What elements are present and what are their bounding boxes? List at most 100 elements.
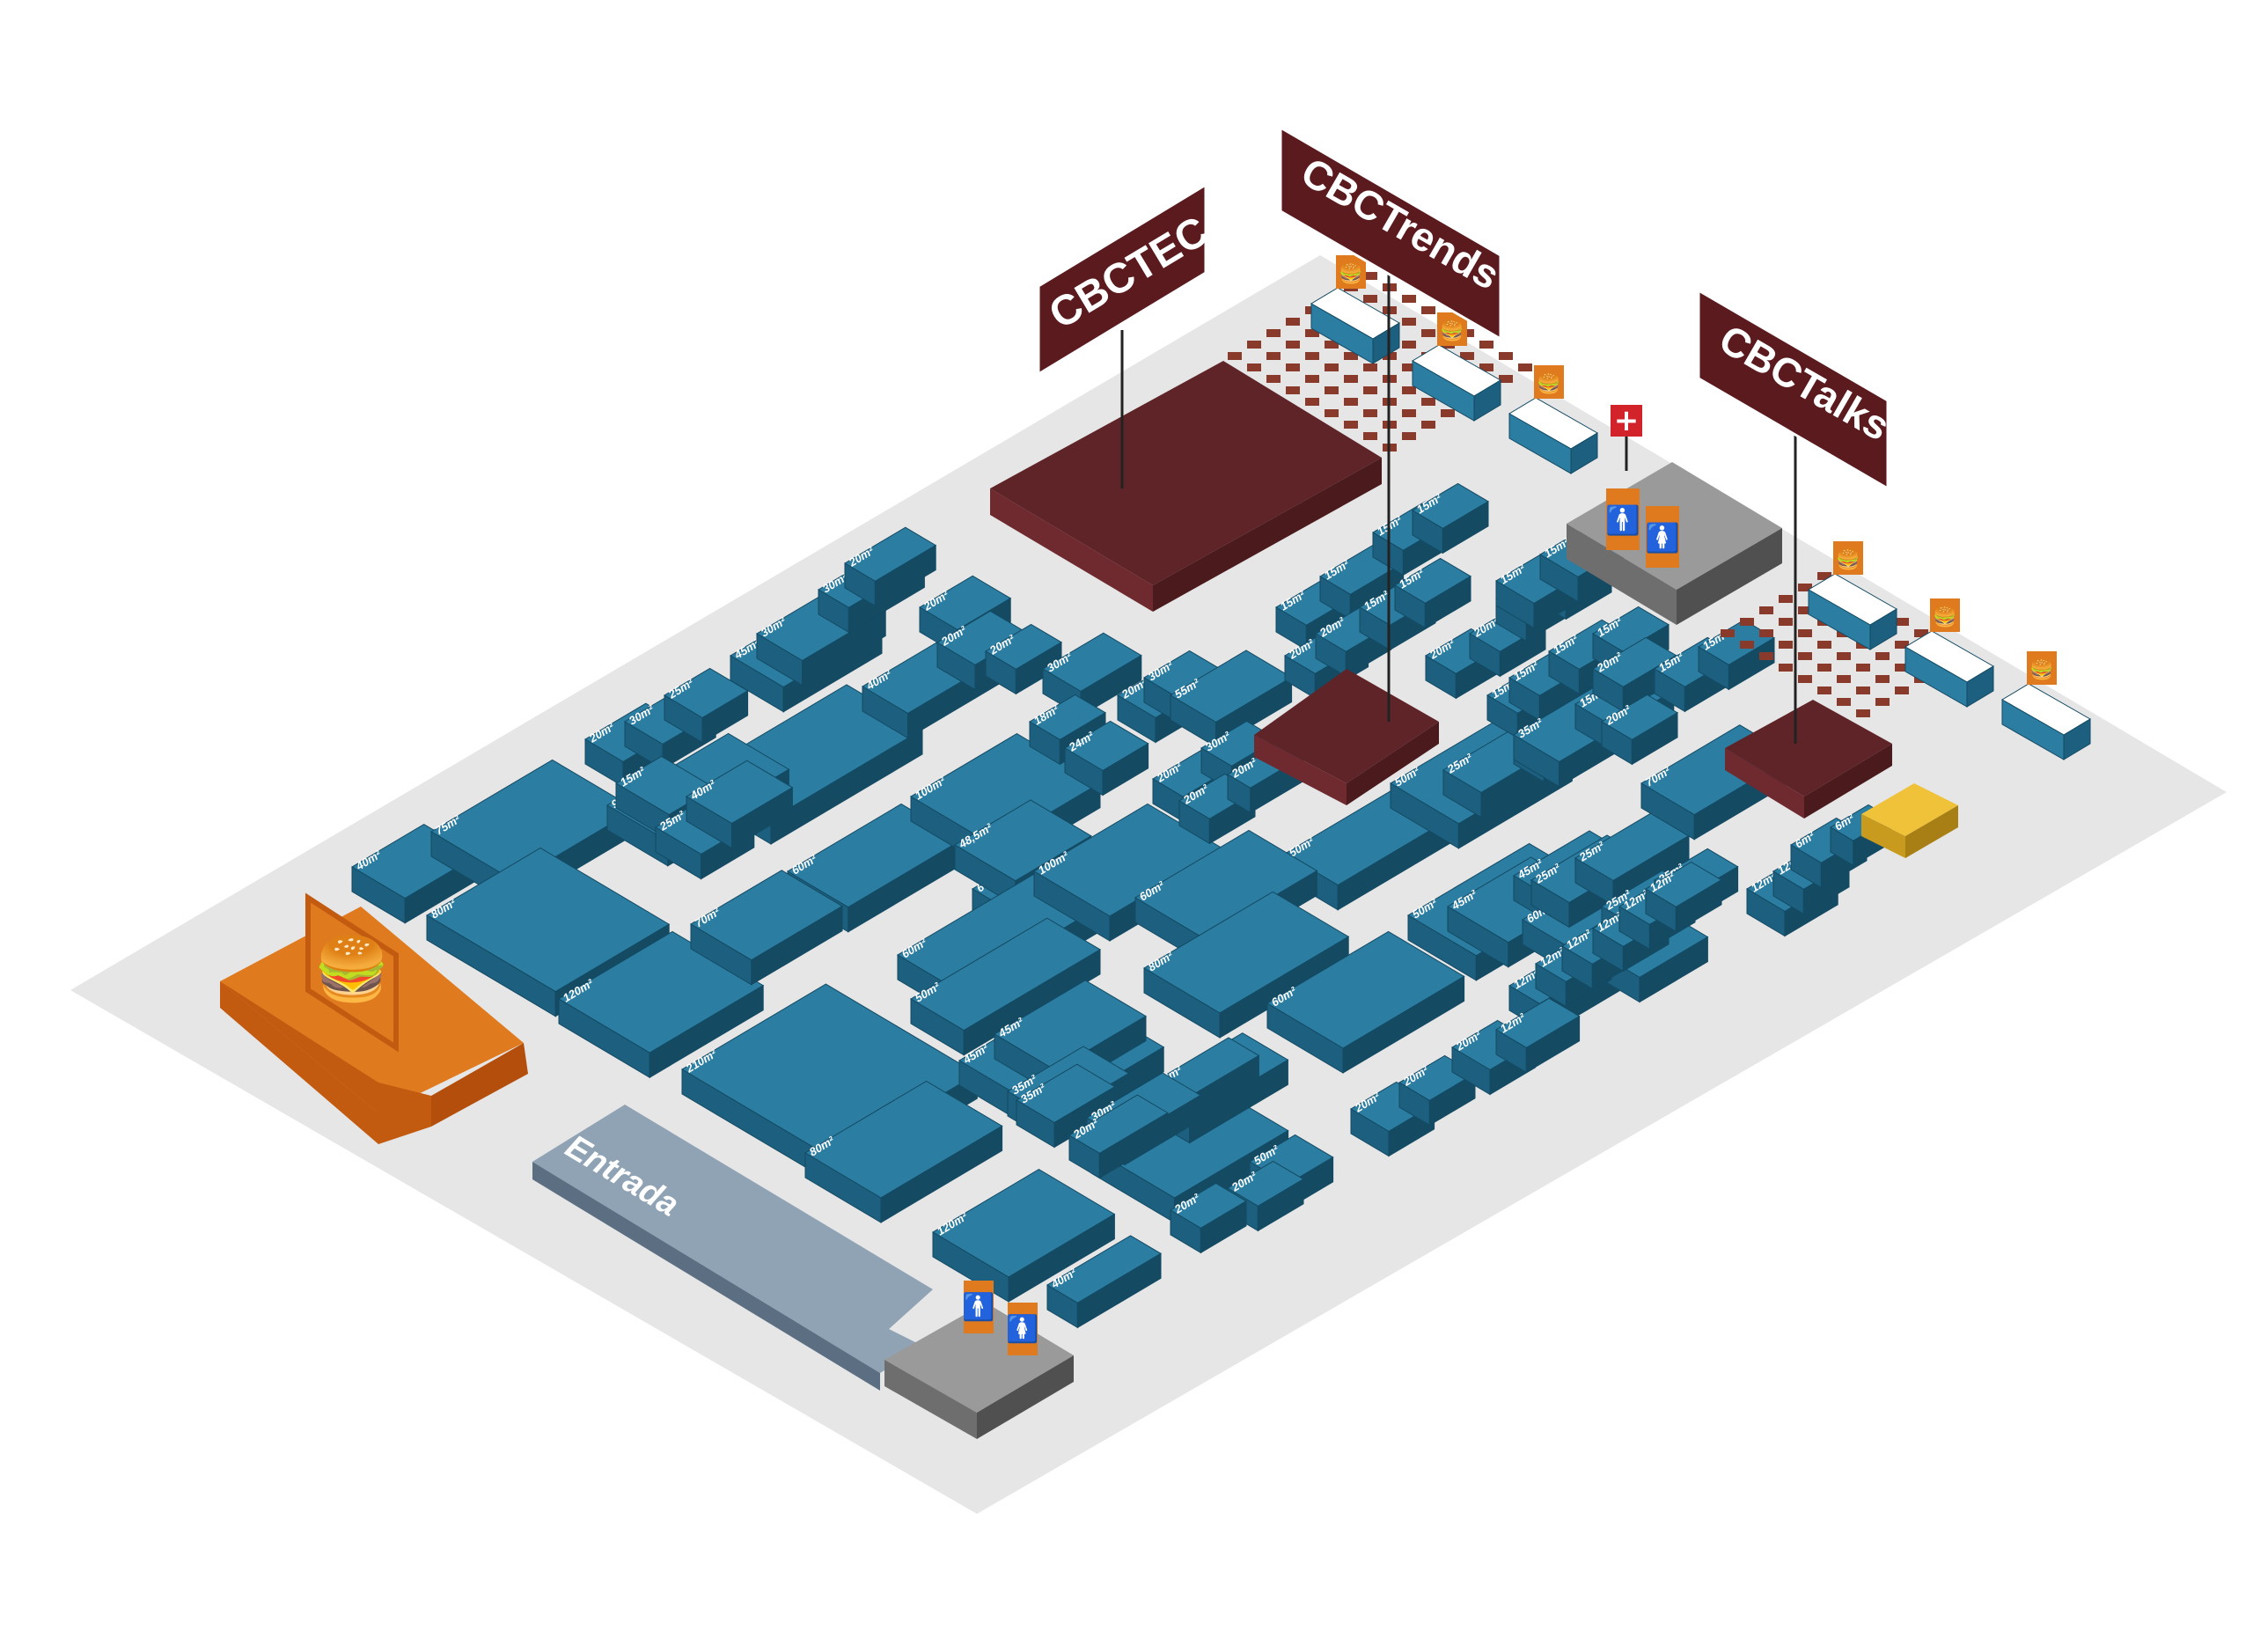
dining-table	[1914, 629, 1928, 637]
dining-table	[1363, 409, 1377, 417]
food-truck-icon: 🍔	[1339, 262, 1362, 285]
food-truck-6[interactable]: 🍔	[2001, 651, 2091, 760]
dining-table	[1325, 341, 1339, 349]
booth[interactable]: 25m²	[664, 667, 749, 744]
booth[interactable]: 70m²	[690, 870, 843, 986]
dining-table	[1421, 329, 1435, 337]
food-truck-icon: 🍔	[1440, 319, 1464, 342]
restroom-male-icon-top: 🚹	[1605, 503, 1640, 537]
booth[interactable]: 35m²	[1016, 1063, 1116, 1149]
booth[interactable]: 15m²	[1412, 482, 1489, 554]
food-truck-icon: 🍔	[1933, 606, 1956, 628]
first-aid-sign	[1611, 405, 1642, 437]
food-truck-icon: 🍔	[1537, 372, 1560, 395]
booth[interactable]: 20m²	[1601, 694, 1678, 766]
booth[interactable]: 50m²	[910, 917, 1101, 1056]
entrance[interactable]: Entrada	[532, 1105, 933, 1391]
food-icon: 🍔	[313, 933, 390, 1005]
dining-table	[1798, 652, 1812, 660]
dining-table	[1740, 618, 1754, 626]
restroom-female-icon: 🚺	[1006, 1313, 1038, 1345]
yellow-area[interactable]	[1861, 783, 1958, 858]
dining-table	[1895, 686, 1909, 694]
booth[interactable]: 20m²	[844, 526, 937, 607]
dining-table	[1363, 295, 1377, 303]
dining-table	[1875, 675, 1890, 683]
food-truck-icon: 🍔	[2029, 658, 2053, 681]
food-truck-2[interactable]: 🍔	[1412, 312, 1501, 422]
dining-table	[1247, 341, 1261, 349]
food-truck-3[interactable]: 🍔	[1508, 365, 1598, 474]
dining-table	[1286, 363, 1300, 371]
dining-table	[1363, 432, 1377, 440]
dining-table	[1856, 686, 1870, 694]
booth[interactable]: 15m²	[1394, 557, 1471, 629]
dining-table	[1895, 664, 1909, 672]
cbctec-stage[interactable]	[990, 361, 1382, 612]
restroom-female-icon-top: 🚺	[1645, 521, 1680, 554]
food-court[interactable]: 🍔	[220, 892, 528, 1144]
dining-table	[1499, 375, 1513, 383]
dining-table	[1895, 618, 1909, 626]
restroom-bottom[interactable]: 🚹 🚺	[884, 1281, 1074, 1439]
dining-table	[1759, 606, 1773, 614]
dining-table	[1325, 386, 1339, 394]
dining-table	[1305, 375, 1319, 383]
dining-table	[1798, 606, 1812, 614]
dining-table	[1479, 341, 1493, 349]
dining-table	[1325, 409, 1339, 417]
dining-table	[1421, 306, 1435, 314]
dining-table	[1266, 352, 1281, 360]
dining-table	[1798, 584, 1812, 591]
food-truck-icon: 🍔	[1836, 548, 1860, 571]
booth[interactable]: 60m²	[1266, 930, 1465, 1074]
booth[interactable]: 120m²	[932, 1169, 1116, 1303]
food-truck-5[interactable]: 🍔	[1904, 598, 1994, 708]
dining-table	[1518, 363, 1532, 371]
dining-table	[1798, 629, 1812, 637]
restroom-top[interactable]: 🚹 🚺 +	[1567, 403, 1782, 625]
booth[interactable]: 24m²	[1064, 720, 1149, 797]
cbctalks-stage[interactable]	[1725, 700, 1892, 819]
dining-table	[1266, 375, 1281, 383]
dining-table	[1817, 686, 1831, 694]
dining-table	[1363, 386, 1377, 394]
cbctrends-stage[interactable]	[1254, 669, 1439, 805]
dining-table	[1344, 375, 1358, 383]
dining-table	[1305, 352, 1319, 360]
booth[interactable]: 80m²	[804, 1080, 1003, 1223]
dining-table	[1779, 618, 1793, 626]
dining-table	[1817, 664, 1831, 672]
food-truck-4[interactable]: 🍔	[1808, 541, 1897, 650]
dining-table	[1402, 318, 1416, 326]
dining-table	[1305, 329, 1319, 337]
dining-table	[1325, 363, 1339, 371]
food-trucks: 🍔 🍔 🍔 🍔 🍔 🍔	[1310, 255, 2091, 760]
booth[interactable]: 12m²	[1495, 997, 1581, 1074]
dining-table	[1421, 421, 1435, 429]
booth[interactable]: 25m²	[1574, 812, 1690, 907]
dining-table	[1837, 698, 1851, 706]
dining-table	[1286, 386, 1300, 394]
dining-table	[1363, 272, 1377, 280]
booths-layer: 40m²75m²80m²120m²210m²80m²120m²40m²20m²3…	[351, 482, 1892, 1329]
booth[interactable]: 120m²	[558, 930, 765, 1079]
dining-table	[1441, 409, 1455, 417]
dining-table	[1479, 363, 1493, 371]
dining-table	[1363, 363, 1377, 371]
dining-table	[1344, 421, 1358, 429]
dining-table	[1247, 363, 1261, 371]
dining-table	[1837, 652, 1851, 660]
booth[interactable]: 80m²	[1143, 891, 1350, 1039]
first-aid-icon: +	[1614, 403, 1640, 438]
food-truck-1[interactable]: 🍔	[1310, 255, 1400, 364]
dining-table	[1421, 398, 1435, 406]
dining-table	[1402, 295, 1416, 303]
dining-table	[1759, 629, 1773, 637]
dining-table	[1286, 341, 1300, 349]
dining-table	[1740, 641, 1754, 649]
booth[interactable]: 40m²	[686, 760, 794, 849]
dining-table	[1402, 409, 1416, 417]
restroom-male-icon: 🚹	[962, 1291, 994, 1323]
